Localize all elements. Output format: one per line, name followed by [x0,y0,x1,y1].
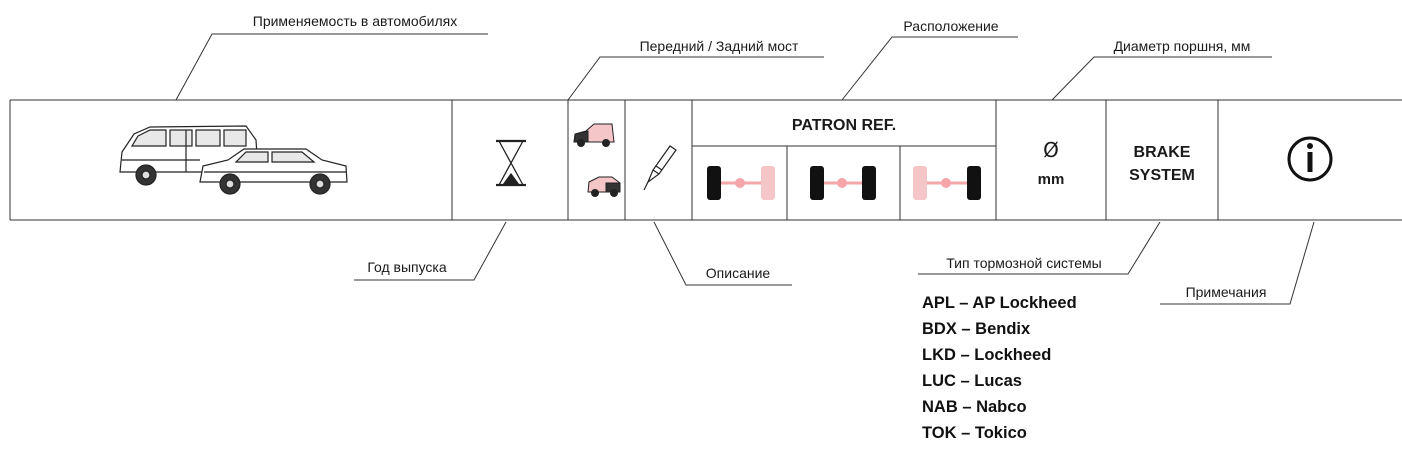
brake-system-item: LKD – Lockheed [922,346,1052,364]
brake-system-item: BDX – Bendix [922,320,1031,338]
pen-icon [643,145,677,191]
brake-system-item: APL – AP Lockheed [922,294,1077,312]
front-car-icon [573,123,615,147]
vehicles-icon [119,125,348,195]
label-year: Год выпуска [367,259,447,275]
label-description: Описание [706,265,771,281]
diameter-unit: mm [1038,171,1065,188]
diameter-symbol: Ø [1043,138,1059,162]
label-position: Расположение [903,18,998,34]
hourglass-icon [496,139,526,187]
callout-lines [175,33,1315,305]
axle-left-icon [707,166,775,200]
brake-system-item: NAB – Nabco [922,398,1027,416]
brake-system-line2: SYSTEM [1129,167,1195,184]
label-notes: Примечания [1186,284,1267,300]
label-brake-type: Тип тормозной системы [946,255,1102,271]
axle-right-icon [810,166,876,200]
label-vehicle-applicability: Применяемость в автомобилях [253,13,457,29]
axle-both-icon [913,166,981,200]
legend-table [9,99,1402,221]
rear-car-icon [587,176,621,197]
label-piston-diameter: Диаметр поршня, мм [1114,38,1251,54]
brake-system-list: APL – AP Lockheed BDX – Bendix LKD – Loc… [922,290,1077,446]
patron-ref-header: PATRON REF. [792,117,896,134]
info-icon [1287,136,1333,182]
brake-system-item: TOK – Tokico [922,424,1027,442]
brake-system-item: LUC – Lucas [922,372,1022,390]
brake-system-line1: BRAKE [1134,144,1191,161]
label-axle: Передний / Задний мост [640,38,799,54]
